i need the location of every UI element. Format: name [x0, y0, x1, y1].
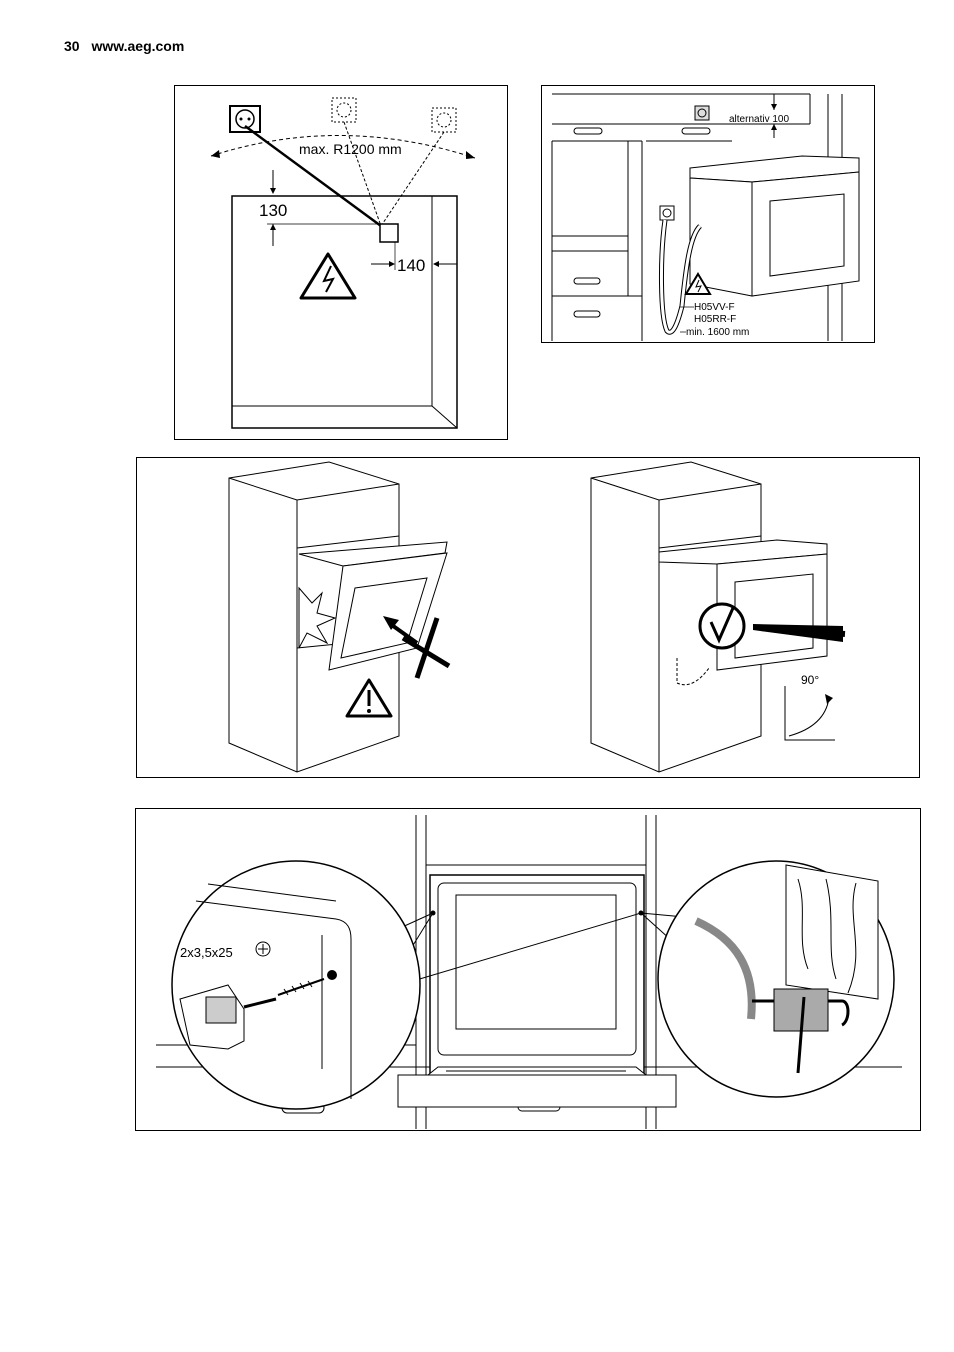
socket-alt-icon [331, 97, 357, 123]
cable-type-2: H05RR-F [694, 314, 736, 325]
screwdriver-icon [179, 978, 325, 1050]
figure-socket-position: max. R1200 mm 130 140 [174, 85, 508, 440]
figure-socket-position-drawing: max. R1200 mm 130 140 [210, 97, 476, 429]
warning-electric-icon [684, 272, 712, 295]
warning-icon [345, 678, 393, 718]
warning-electric-icon [299, 252, 357, 300]
angle-label: 90° [801, 673, 819, 687]
page-header: 30 www.aeg.com [64, 38, 184, 54]
radius-label: max. R1200 mm [299, 141, 402, 157]
socket-icon [659, 205, 675, 221]
cable-length: min. 1600 mm [686, 327, 749, 338]
detail-screw-right [657, 860, 895, 1098]
detail-screw-left: 2x3,5x25 [171, 860, 421, 1110]
page-number: 30 [64, 38, 80, 54]
figure-oven-insertion-drawing: 90° [228, 461, 846, 773]
figure-screw-fixing-drawing: 2x3,5x25 [156, 815, 902, 1129]
socket-icon [694, 105, 710, 121]
wrong-x-icon [401, 617, 451, 679]
figure-cable-routing: alternativ 100 H05VV-F H05RR-F [541, 85, 875, 343]
phillips-icon [255, 941, 271, 957]
socket-icon [229, 105, 261, 133]
figure-oven-insertion: 90° [136, 457, 920, 778]
socket-alt-icon [431, 107, 457, 133]
figure-cable-routing-drawing: alternativ 100 H05VV-F H05RR-F [551, 93, 860, 341]
screw-spec-label: 2x3,5x25 [180, 945, 233, 960]
cable-type-1: H05VV-F [694, 302, 735, 313]
cabinet-wrong [228, 461, 451, 773]
correct-check-icon [698, 602, 746, 650]
dimension-top: 130 [259, 201, 287, 220]
dimension-side: 140 [397, 256, 425, 275]
cabinet-correct: 90° [590, 461, 846, 773]
alt-label: alternativ 100 [729, 114, 789, 125]
website-url: www.aeg.com [91, 38, 185, 54]
figure-screw-fixing: 2x3,5x25 [135, 808, 921, 1131]
